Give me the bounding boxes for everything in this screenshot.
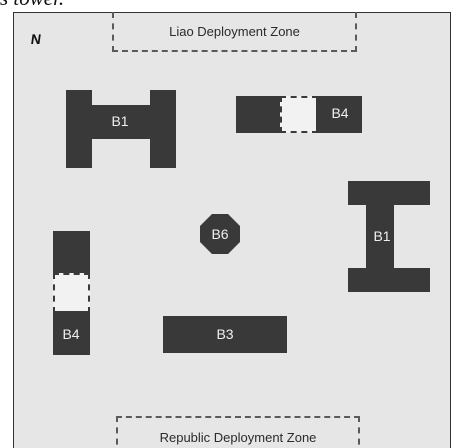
- building-label: B1: [373, 228, 391, 244]
- building-b6: B6: [200, 214, 240, 254]
- building-label: B4: [331, 105, 349, 121]
- b1-right-bottom-flange: [348, 268, 430, 292]
- building-label: B6: [211, 226, 229, 242]
- building-label: B1: [111, 113, 129, 129]
- republic-deployment-zone: Republic Deployment Zone: [116, 416, 360, 448]
- b4-left-bottom-section: [53, 311, 90, 355]
- b4-left-top-section: [53, 231, 90, 275]
- b4-top-left-section: [236, 96, 282, 133]
- caption-text: s tower.: [0, 0, 64, 9]
- building-label: B4: [62, 326, 80, 342]
- b3-body: [163, 316, 287, 353]
- b4-left-dashed-gap: [53, 273, 90, 313]
- liao-deployment-zone: Liao Deployment Zone: [112, 12, 357, 52]
- b1-right-web: [366, 200, 394, 275]
- b4-top-right-section: [316, 96, 362, 133]
- b4-top-dashed-gap: [280, 96, 318, 133]
- building-label: B3: [216, 326, 234, 342]
- b1-left-crossbar: [66, 105, 176, 139]
